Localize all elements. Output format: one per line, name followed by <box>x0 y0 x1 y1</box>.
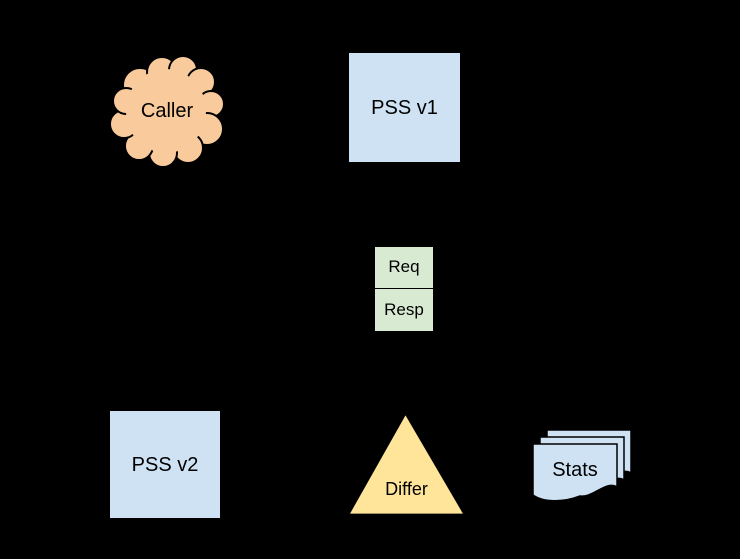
pss-v2-label: PSS v2 <box>131 453 199 476</box>
resp-node: Resp <box>374 288 434 332</box>
req-node: Req <box>374 246 434 289</box>
req-resp-stack: Req Resp <box>374 246 434 332</box>
caller-cloud-node: Caller <box>106 49 228 173</box>
pss-v2-node: PSS v2 <box>109 410 221 519</box>
differ-triangle-node: Differ <box>347 412 466 516</box>
req-label: Req <box>388 257 420 277</box>
pss-v1-node: PSS v1 <box>348 52 461 163</box>
pss-v1-label: PSS v1 <box>371 96 438 119</box>
stats-documents-node: Stats <box>532 429 634 507</box>
resp-label: Resp <box>384 299 424 319</box>
cloud-icon <box>109 55 225 168</box>
document-stack-icon <box>532 429 632 502</box>
triangle-icon <box>347 412 466 516</box>
